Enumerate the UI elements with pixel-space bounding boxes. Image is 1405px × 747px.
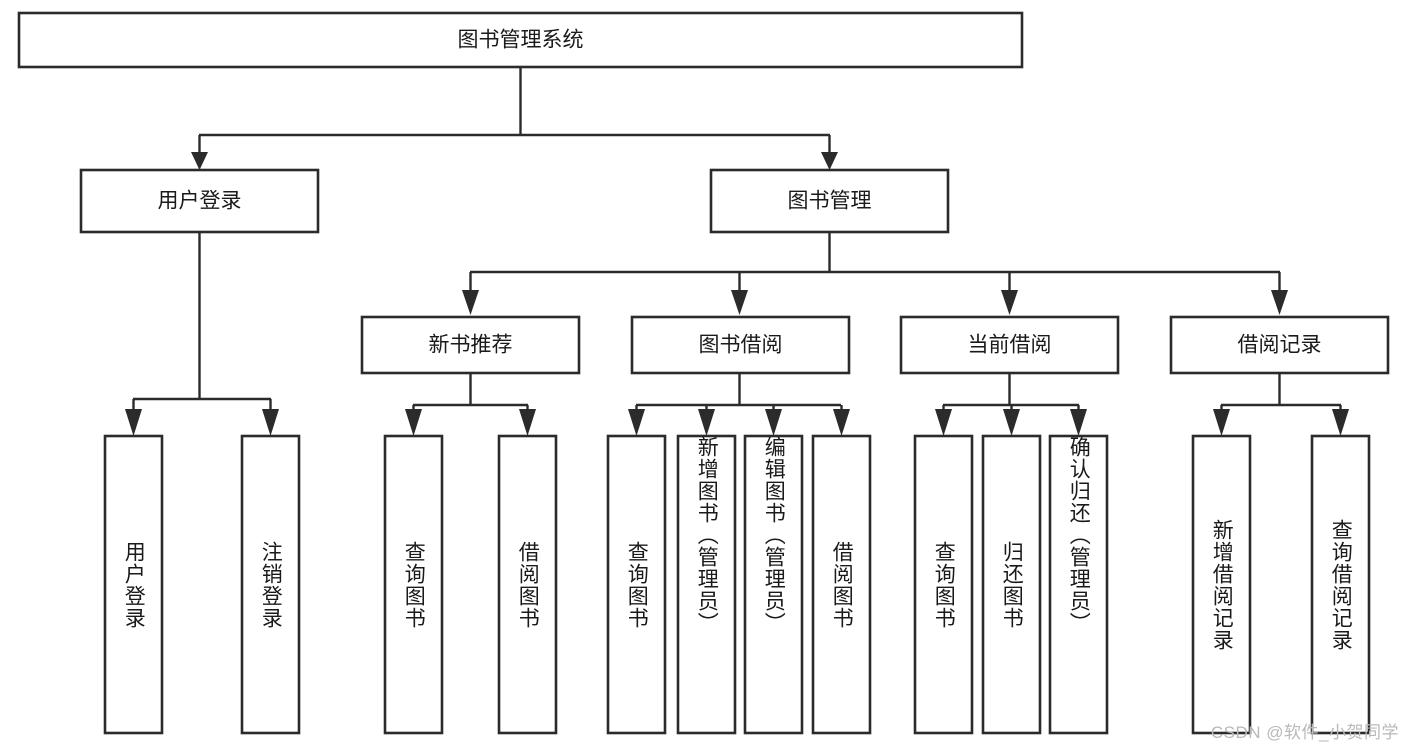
node-box-leaf-user-login-2[interactable] bbox=[240, 434, 301, 735]
arrow-head-newbook bbox=[462, 290, 479, 315]
node-label-book-borrow: 图书借阅 bbox=[699, 334, 783, 357]
node-box-current-borrow[interactable] bbox=[899, 315, 1120, 375]
node-box-leaf-borrow-record-2[interactable] bbox=[1310, 434, 1371, 735]
node-box-leaf-current-borrow-3[interactable] bbox=[1048, 434, 1109, 735]
arrow-head-userlogin bbox=[191, 152, 208, 170]
arrow-head-leaf-user-login-1 bbox=[125, 409, 142, 436]
node-box-borrow-record[interactable] bbox=[1169, 315, 1390, 375]
node-label-current-borrow: 当前借阅 bbox=[968, 334, 1052, 357]
arrow-head-leaf-bookborrow-2 bbox=[698, 409, 715, 436]
node-box-leaf-book-borrow-4[interactable] bbox=[811, 434, 872, 735]
node-box-book-borrow[interactable] bbox=[630, 315, 851, 375]
arrow-head-leaf-borrowrecord-1 bbox=[1213, 409, 1230, 436]
node-box-root[interactable] bbox=[17, 11, 1024, 69]
arrow-head-leaf-currentborrow-1 bbox=[935, 409, 952, 436]
arrow-head-leaf-newbook-2 bbox=[519, 409, 536, 436]
connector-layer bbox=[125, 67, 1349, 436]
arrow-head-leaf-bookborrow-4 bbox=[833, 409, 850, 436]
node-box-leaf-new-book-2[interactable] bbox=[497, 434, 558, 735]
arrow-head-bookmgmt bbox=[821, 152, 838, 170]
node-box-leaf-book-borrow-1[interactable] bbox=[606, 434, 667, 735]
node-label-user-login: 用户登录 bbox=[158, 190, 242, 213]
arrow-head-leaf-bookborrow-3 bbox=[765, 409, 782, 436]
node-box-leaf-new-book-1[interactable] bbox=[383, 434, 444, 735]
arrow-head-leaf-borrowrecord-2 bbox=[1332, 409, 1349, 436]
arrow-head-leaf-bookborrow-1 bbox=[628, 409, 645, 436]
node-box-book-management[interactable] bbox=[709, 168, 950, 234]
arrow-head-currentborrow bbox=[1001, 290, 1018, 315]
node-label-book-management: 图书管理 bbox=[788, 190, 872, 213]
node-box-leaf-current-borrow-1[interactable] bbox=[913, 434, 974, 735]
node-box-leaf-user-login-1[interactable] bbox=[103, 434, 164, 735]
node-box-leaf-book-borrow-2[interactable] bbox=[676, 434, 737, 735]
node-box-user-login[interactable] bbox=[79, 168, 320, 234]
node-layer: 图书管理系统 用户登录 图书管理 新书推荐 图书借阅 当前借阅 借阅记录 bbox=[17, 11, 1390, 735]
arrow-head-leaf-user-login-2 bbox=[262, 409, 279, 436]
node-box-leaf-borrow-record-1[interactable] bbox=[1191, 434, 1252, 735]
arrow-head-leaf-currentborrow-2 bbox=[1003, 409, 1020, 436]
node-label-borrow-record: 借阅记录 bbox=[1238, 334, 1322, 357]
csdn-watermark: CSDN @软件_小贺同学 bbox=[1210, 723, 1399, 742]
node-label-new-book-recommend: 新书推荐 bbox=[429, 334, 513, 357]
arrow-head-leaf-newbook-1 bbox=[405, 409, 422, 436]
arrow-head-bookborrow bbox=[731, 290, 748, 315]
node-box-new-book-recommend[interactable] bbox=[360, 315, 581, 375]
arrow-head-leaf-currentborrow-3 bbox=[1070, 409, 1087, 436]
node-box-leaf-book-borrow-3[interactable] bbox=[743, 434, 804, 735]
node-label-root: 图书管理系统 bbox=[458, 29, 584, 52]
node-box-leaf-current-borrow-2[interactable] bbox=[981, 434, 1042, 735]
arrow-head-borrowrecord bbox=[1271, 290, 1288, 315]
